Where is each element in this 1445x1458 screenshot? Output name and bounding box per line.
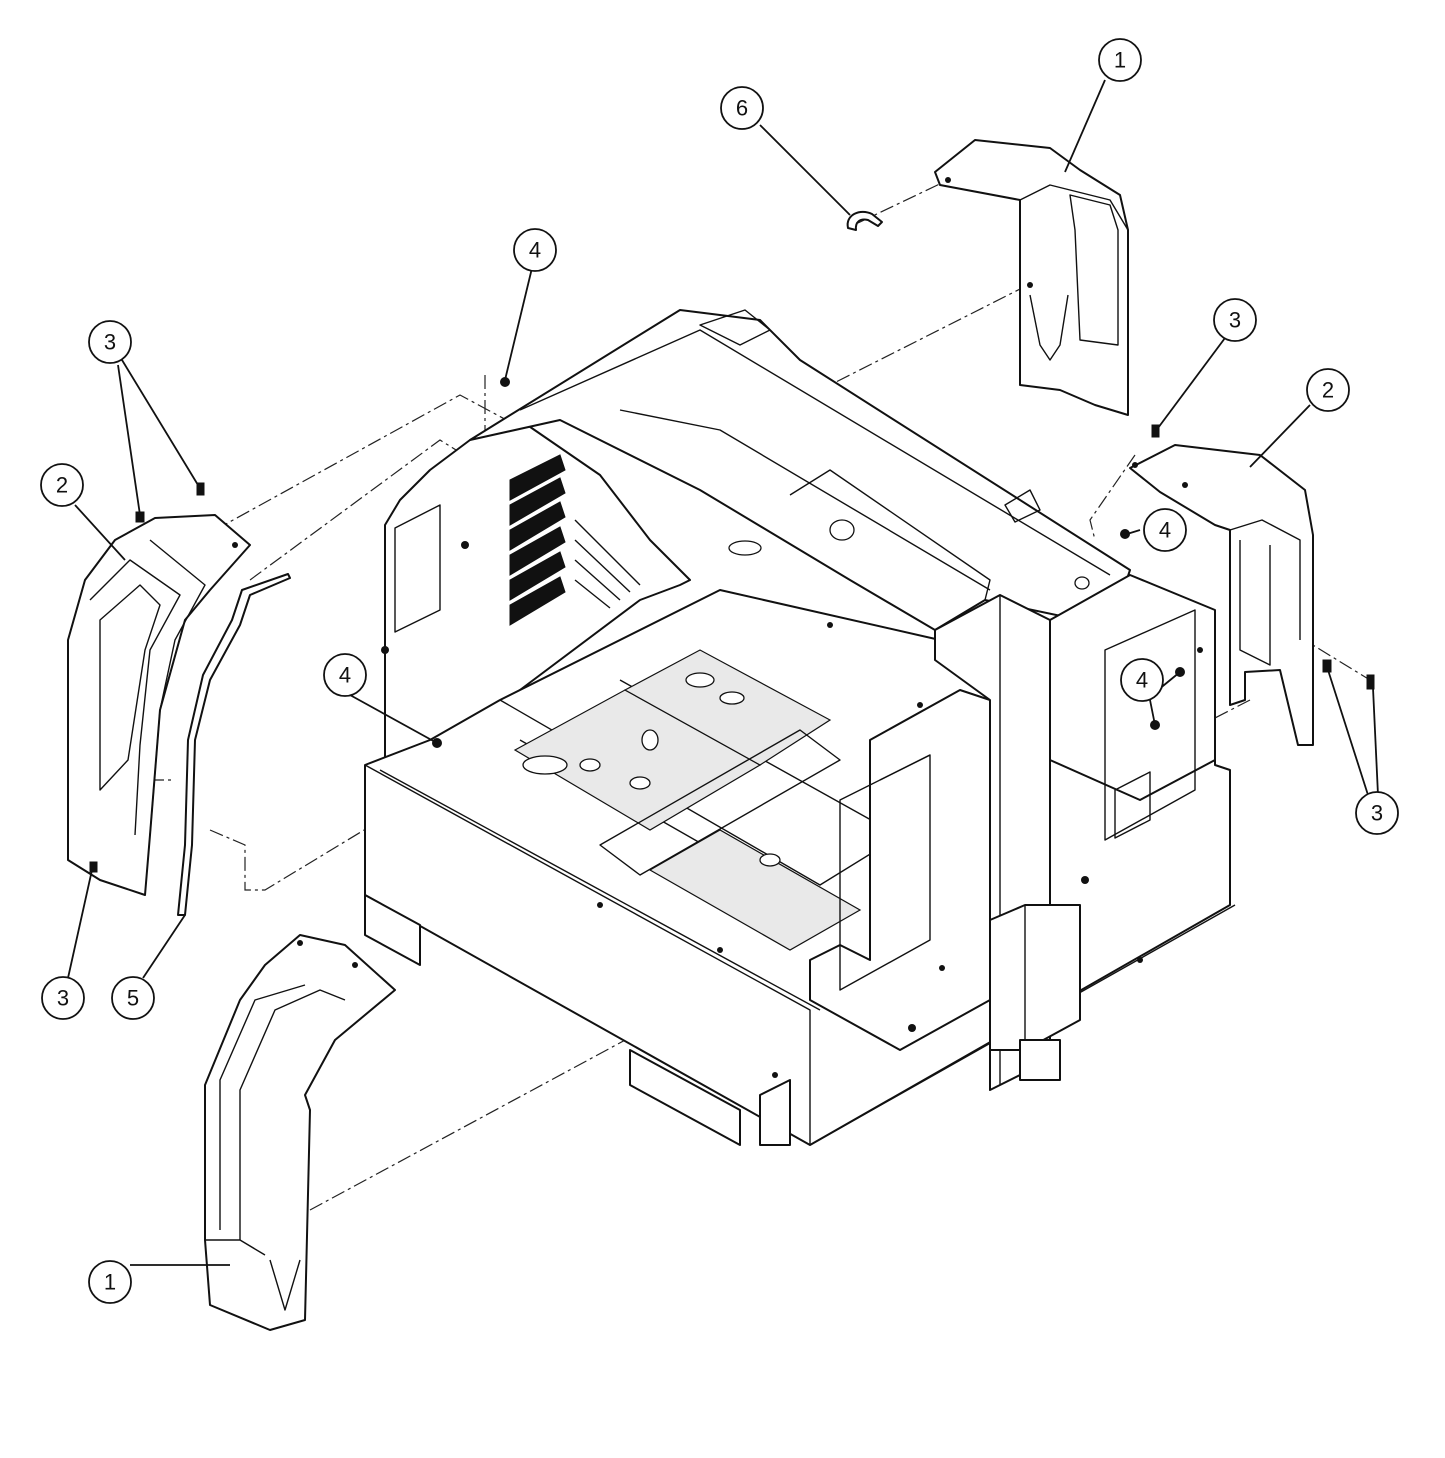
- callout-3-right-bottom: 3: [1355, 791, 1399, 835]
- svg-text:4: 4: [1136, 668, 1148, 693]
- front-post: [809, 689, 991, 1051]
- fender-right: [1129, 444, 1314, 746]
- svg-text:4: 4: [1159, 518, 1171, 543]
- callout-6: 6: [720, 86, 764, 130]
- fender-bottom-left: [204, 934, 396, 1331]
- svg-text:3: 3: [104, 330, 116, 355]
- fender-left: [67, 514, 251, 896]
- fender-top-right: [934, 139, 1129, 416]
- callout-3-left-top: 3: [88, 320, 132, 364]
- main-chassis-frame: [364, 309, 1236, 1146]
- leader-lines: [67, 79, 1379, 1266]
- callout-3-left-bottom: 3: [41, 976, 85, 1020]
- callout-4-mid-left: 4: [323, 653, 367, 697]
- svg-text:4: 4: [339, 663, 351, 688]
- callout-4-top: 4: [513, 228, 557, 272]
- svg-text:3: 3: [57, 986, 69, 1011]
- callout-2-left: 2: [40, 463, 84, 507]
- callout-5: 5: [111, 976, 155, 1020]
- battery-box: [989, 904, 1081, 1051]
- callout-4-right: 4: [1143, 508, 1187, 552]
- callout-2-right: 2: [1306, 368, 1350, 412]
- callout-1-bottom: 1: [88, 1260, 132, 1304]
- svg-text:3: 3: [1371, 801, 1383, 826]
- svg-text:2: 2: [56, 473, 68, 498]
- callout-3-right-top: 3: [1213, 298, 1257, 342]
- callout-1-top: 1: [1098, 38, 1142, 82]
- svg-text:5: 5: [127, 986, 139, 1011]
- svg-text:1: 1: [1114, 48, 1126, 73]
- svg-text:1: 1: [104, 1270, 116, 1295]
- svg-text:3: 3: [1229, 308, 1241, 333]
- side-panel: [177, 573, 291, 916]
- vent-louvers: [509, 454, 641, 626]
- svg-text:2: 2: [1322, 378, 1334, 403]
- latch: [846, 210, 883, 231]
- frame-holes: [381, 541, 1203, 1078]
- svg-text:6: 6: [736, 96, 748, 121]
- callout-4-right-inner: 4: [1120, 658, 1164, 702]
- fasteners: [89, 377, 1375, 873]
- svg-text:4: 4: [529, 238, 541, 263]
